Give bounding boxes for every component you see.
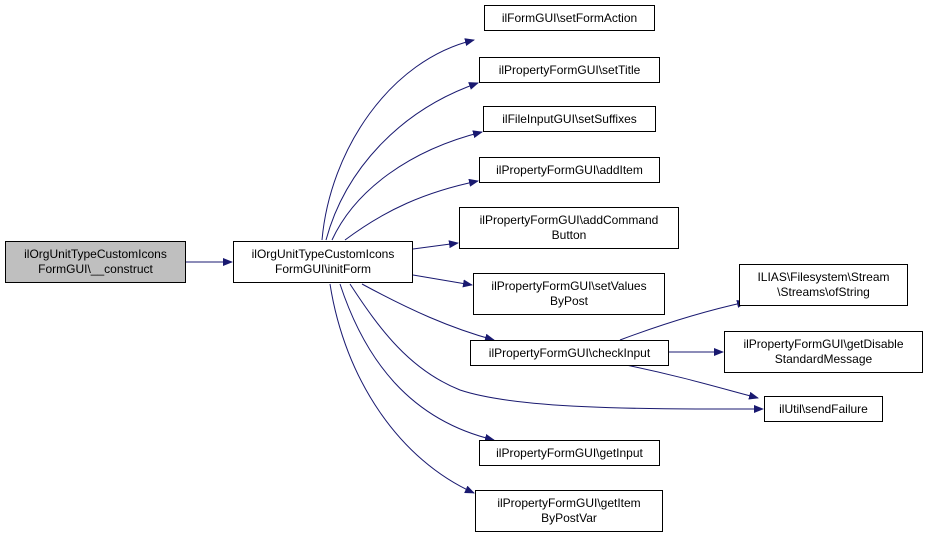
edge-initForm-setFormAction [321,38,475,241]
node-setFormAction-label: ilFormGUI\setFormAction [501,10,638,25]
edge-initForm-setValuesByPost [412,274,473,288]
node-addItem[interactable]: ilPropertyFormGUI\addItem [479,157,660,183]
node-ofString-line-1: ILIAS\Filesystem\Stream [757,270,890,284]
node-initForm-line-1: ilOrgUnitTypeCustomIcons [251,247,395,261]
edge-initForm-getInput [339,283,495,442]
node-getInput[interactable]: ilPropertyFormGUI\getInput [479,440,660,466]
node-construct-line-2: FormGUI\__construct [38,262,153,276]
node-checkInput-label: ilPropertyFormGUI\checkInput [488,345,651,360]
edge-initForm-checkInput [361,283,495,342]
node-sendFailure-label: ilUtil\sendFailure [779,401,868,416]
node-addCommandButton-line-2: Button [551,228,587,242]
node-addItem-label: ilPropertyFormGUI\addItem [496,162,643,177]
node-setTitle-label: ilPropertyFormGUI\setTitle [498,62,641,77]
edge-checkInput-ofString [619,300,747,341]
edge-checkInput-sendFailure [625,364,759,400]
node-initForm[interactable]: ilOrgUnitTypeCustomIcons FormGUI\initFor… [233,241,413,283]
node-getItemByPostVar[interactable]: ilPropertyFormGUI\getItem ByPostVar [475,490,663,532]
node-checkInput[interactable]: ilPropertyFormGUI\checkInput [470,340,669,366]
node-getDisableStandardMessage[interactable]: ilPropertyFormGUI\getDisable StandardMes… [724,331,923,373]
node-setValuesByPost[interactable]: ilPropertyFormGUI\setValues ByPost [473,273,665,315]
node-construct: ilOrgUnitTypeCustomIcons FormGUI\__const… [5,241,186,283]
node-setFormAction[interactable]: ilFormGUI\setFormAction [484,5,655,31]
node-setSuffixes[interactable]: ilFileInputGUI\setSuffixes [483,106,656,132]
edge-initForm-setSuffixes [331,130,483,241]
node-getDisableStandardMessage-line-2: StandardMessage [774,352,873,366]
node-addCommandButton-line-1: ilPropertyFormGUI\addCommand [479,213,659,227]
edge-initForm-getItemByPostVar [329,283,475,494]
node-setTitle[interactable]: ilPropertyFormGUI\setTitle [479,57,660,83]
node-setValuesByPost-line-1: ilPropertyFormGUI\setValues [491,279,647,293]
node-ofString-line-2: \Streams\ofString [777,285,870,299]
node-construct-line-1: ilOrgUnitTypeCustomIcons [24,247,167,261]
node-addCommandButton[interactable]: ilPropertyFormGUI\addCommand Button [459,207,679,249]
node-getItemByPostVar-line-1: ilPropertyFormGUI\getItem [497,496,641,510]
node-setValuesByPost-line-2: ByPost [549,294,588,308]
node-getDisableStandardMessage-line-1: ilPropertyFormGUI\getDisable [743,337,904,351]
node-setSuffixes-label: ilFileInputGUI\setSuffixes [502,111,637,126]
edge-initForm-addItem [344,178,479,241]
edge-initForm-sendFailure [349,283,764,414]
node-getItemByPostVar-line-2: ByPostVar [541,511,597,525]
node-sendFailure[interactable]: ilUtil\sendFailure [764,396,883,422]
node-ofString[interactable]: ILIAS\Filesystem\Stream \Streams\ofStrin… [739,264,908,306]
edge-initForm-addCommandButton [412,240,459,250]
node-initForm-line-2: FormGUI\initForm [275,262,371,276]
edge-initForm-setTitle [325,82,479,241]
node-getInput-label: ilPropertyFormGUI\getInput [496,445,643,460]
